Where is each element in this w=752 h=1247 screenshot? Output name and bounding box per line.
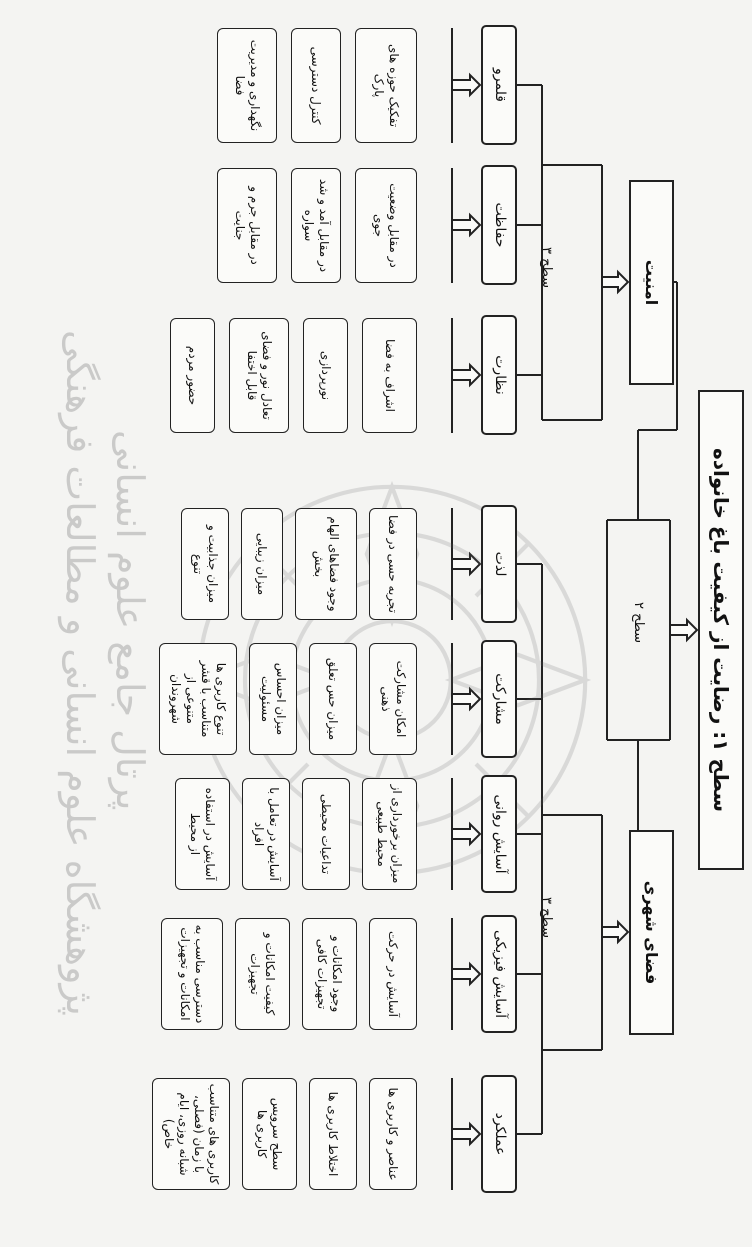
arrow-up-icon <box>452 1124 480 1144</box>
leaf-item: میزان حس تعلق <box>309 643 357 755</box>
level2-urban-space: فضای شهری <box>629 830 674 1035</box>
leaf-item: میزان برخورداری از محیط طبیعی <box>362 778 417 890</box>
arrow-up-icon <box>452 215 480 235</box>
arrow-up-icon <box>602 922 628 942</box>
leaf-item: میزان زیبایی <box>241 508 283 620</box>
leaf-item: دسترسی مناسب به امکانات و تجهیزات <box>161 918 223 1030</box>
level3-label-security: سطح ۳ <box>539 247 554 288</box>
arrow-up-icon <box>670 620 697 640</box>
leaf-item: عناصر و کاربری ها <box>369 1078 417 1190</box>
category-physical-comfort: آسایش فیزیکی <box>481 915 517 1033</box>
category-protection: حفاظت <box>481 165 517 285</box>
leaf-item: آسایش در حرکت <box>369 918 417 1030</box>
level2-security: امنیت <box>629 180 674 385</box>
category-surveillance: نظارت <box>481 315 517 435</box>
level2-label: سطح ۲ <box>631 602 646 643</box>
leaf-item: تداعیات محیطی <box>302 778 350 890</box>
leaf-item: حضور مردم <box>170 318 215 433</box>
leaf-item: تعادل نور و فضای قابل اختفا <box>229 318 289 433</box>
level3-label-urban: سطح ۳ <box>539 897 554 938</box>
root-title: سطح ۱: رضایت از کیفیت باغ خانواده <box>698 390 744 870</box>
category-territory: قلمرو <box>481 25 517 145</box>
leaf-item: وجود فضاهای الهام بخش <box>295 508 357 620</box>
leaf-item: آسایش در استفاده از محیط <box>175 778 230 890</box>
leaf-item: امکان مشارکت ذهنی <box>369 643 417 755</box>
arrow-up-icon <box>452 75 480 95</box>
leaf-item: نورپردازی <box>303 318 348 433</box>
leaf-item: وجود امکانات و تجهیزات کافی <box>302 918 357 1030</box>
leaf-item: میزان جذابیت و تنوع <box>181 508 229 620</box>
category-participation: مشارکت <box>481 640 517 758</box>
category-psychological-comfort: آسایش روانی <box>481 775 517 893</box>
leaf-item: کنترل دسترسی <box>291 28 341 143</box>
leaf-item: آسایش در تعامل با افراد <box>242 778 290 890</box>
watermark-text-1: پرتال جامع علوم انسانی <box>108 430 152 810</box>
leaf-item: در مقابل جرم و جنایت <box>217 168 277 283</box>
watermark-text-2: پژوهشگاه علوم انسانی و مطالعات فرهنگی <box>58 330 102 1016</box>
leaf-item: اشراف به فضا <box>362 318 417 433</box>
leaf-item: کاربری های متناسب با زمان (فصلی، شبانه ر… <box>152 1078 230 1190</box>
leaf-item: تنوع کاربری ها متناسب با قشر متنوعی از ش… <box>159 643 237 755</box>
leaf-item: میزان احساس مسئولیت <box>249 643 297 755</box>
arrow-up-icon <box>602 272 628 292</box>
leaf-item: در مقابل وضعیت جوی <box>355 168 417 283</box>
leaf-item: تفکیک حوزه های پارک <box>355 28 417 143</box>
category-function: عملکرد <box>481 1075 517 1193</box>
leaf-item: اختلاط کاربری ها <box>309 1078 357 1190</box>
arrow-up-icon <box>452 964 480 984</box>
leaf-item: سطح سرویس کاربری ها <box>242 1078 297 1190</box>
leaf-item: تجربه حسی در فضا <box>369 508 417 620</box>
leaf-item: نگهداری و مدیریت فضا <box>217 28 277 143</box>
category-pleasure: لذت <box>481 505 517 623</box>
leaf-item: در مقابل آمد و شد سواره <box>291 168 341 283</box>
arrow-up-icon <box>452 365 480 385</box>
leaf-item: کیفیت امکانات و تجهیزات <box>235 918 290 1030</box>
